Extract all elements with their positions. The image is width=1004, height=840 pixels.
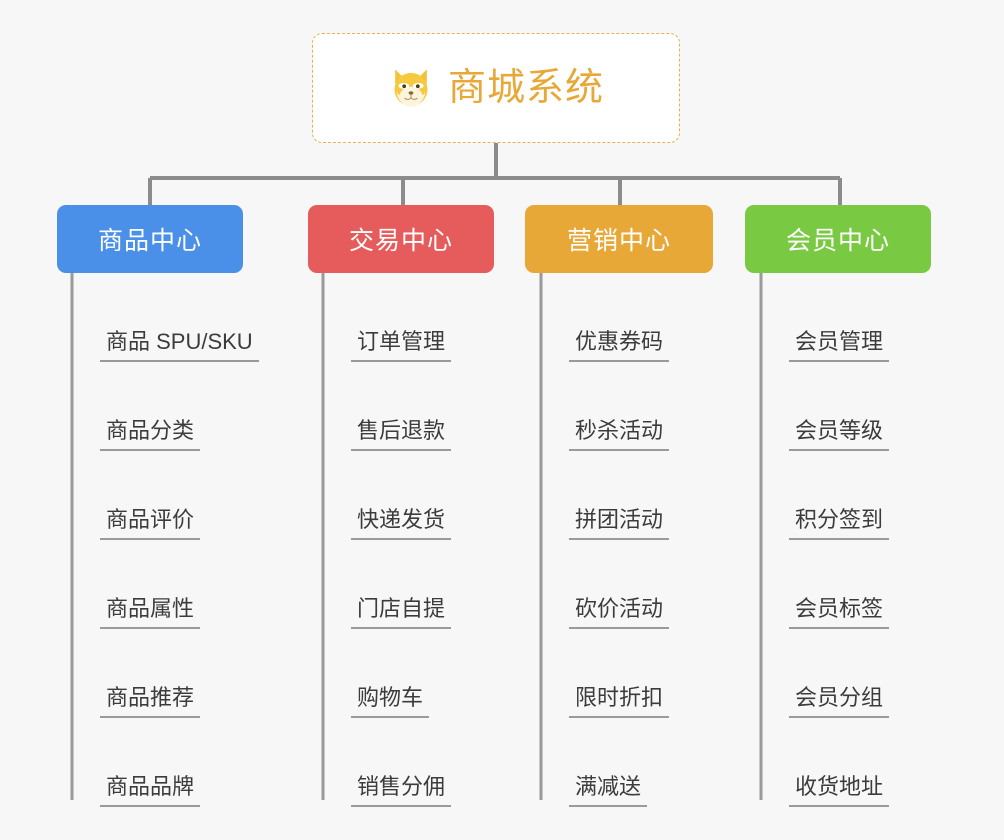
leaf-item[interactable]: 商品品牌 — [72, 718, 259, 807]
leaf-label: 商品 SPU/SKU — [100, 330, 259, 362]
leaf-item[interactable]: 收货地址 — [761, 718, 890, 807]
leaf-label: 会员等级 — [789, 419, 890, 451]
leaf-item[interactable]: 订单管理 — [323, 273, 452, 362]
leaf-item[interactable]: 销售分佣 — [323, 718, 452, 807]
leaf-label: 会员标签 — [789, 597, 890, 629]
leaf-item[interactable]: 会员等级 — [761, 362, 890, 451]
leaf-label: 会员管理 — [789, 330, 890, 362]
leaf-item[interactable]: 快递发货 — [323, 451, 452, 540]
leaf-item[interactable]: 商品分类 — [72, 362, 259, 451]
leaf-column-member-center: 会员管理 会员等级 积分签到 会员标签 会员分组 收货地址 — [761, 273, 890, 807]
leaf-item[interactable]: 积分签到 — [761, 451, 890, 540]
leaf-label: 购物车 — [351, 686, 430, 718]
leaf-item[interactable]: 商品推荐 — [72, 629, 259, 718]
leaf-item[interactable]: 商品属性 — [72, 540, 259, 629]
leaf-label: 拼团活动 — [569, 508, 670, 540]
leaf-item[interactable]: 购物车 — [323, 629, 451, 718]
leaf-item[interactable]: 商品 SPU/SKU — [72, 273, 259, 362]
leaf-label: 售后退款 — [351, 419, 452, 451]
leaf-label: 快递发货 — [351, 508, 452, 540]
leaf-item[interactable]: 满减送 — [541, 718, 669, 807]
leaf-label: 收货地址 — [789, 775, 890, 807]
shiba-dog-face-icon — [394, 69, 428, 107]
leaf-column-product-center: 商品 SPU/SKU 商品分类 商品评价 商品属性 商品推荐 商品品牌 — [72, 273, 259, 807]
leaf-item[interactable]: 秒杀活动 — [541, 362, 670, 451]
leaf-item[interactable]: 商品评价 — [72, 451, 259, 540]
branch-head-product-center[interactable]: 商品中心 — [57, 205, 243, 273]
leaf-label: 限时折扣 — [569, 686, 670, 718]
leaf-item[interactable]: 售后退款 — [323, 362, 452, 451]
leaf-label: 秒杀活动 — [569, 419, 670, 451]
leaf-label: 商品评价 — [100, 508, 201, 540]
root-title: 商城系统 — [447, 67, 604, 109]
branch-label: 交易中心 — [348, 227, 453, 255]
leaf-label: 门店自提 — [351, 597, 452, 629]
branch-label: 会员中心 — [785, 227, 890, 255]
leaf-label: 会员分组 — [789, 686, 890, 718]
leaf-item[interactable]: 拼团活动 — [541, 451, 670, 540]
branch-head-marketing-center[interactable]: 营销中心 — [525, 205, 713, 273]
branch-head-member-center[interactable]: 会员中心 — [745, 205, 931, 273]
leaf-label: 销售分佣 — [351, 775, 452, 807]
leaf-item[interactable]: 门店自提 — [323, 540, 452, 629]
leaf-label: 满减送 — [569, 775, 648, 807]
leaf-column-trade-center: 订单管理 售后退款 快递发货 门店自提 购物车 销售分佣 — [323, 273, 452, 807]
branch-label: 营销中心 — [566, 227, 671, 255]
leaf-label: 商品属性 — [100, 597, 201, 629]
leaf-item[interactable]: 砍价活动 — [541, 540, 670, 629]
leaf-label: 商品品牌 — [100, 775, 201, 807]
root-node[interactable]: 商城系统 — [312, 33, 680, 143]
leaf-item[interactable]: 优惠券码 — [541, 273, 670, 362]
leaf-label: 积分签到 — [789, 508, 890, 540]
branch-head-trade-center[interactable]: 交易中心 — [308, 205, 494, 273]
leaf-label: 砍价活动 — [569, 597, 670, 629]
leaf-label: 优惠券码 — [569, 330, 670, 362]
leaf-item[interactable]: 会员管理 — [761, 273, 890, 362]
leaf-item[interactable]: 限时折扣 — [541, 629, 670, 718]
leaf-column-marketing-center: 优惠券码 秒杀活动 拼团活动 砍价活动 限时折扣 满减送 — [541, 273, 670, 807]
branch-label: 商品中心 — [97, 227, 202, 255]
leaf-item[interactable]: 会员标签 — [761, 540, 890, 629]
leaf-label: 订单管理 — [351, 330, 452, 362]
leaf-label: 商品分类 — [100, 419, 201, 451]
leaf-label: 商品推荐 — [100, 686, 201, 718]
leaf-item[interactable]: 会员分组 — [761, 629, 890, 718]
